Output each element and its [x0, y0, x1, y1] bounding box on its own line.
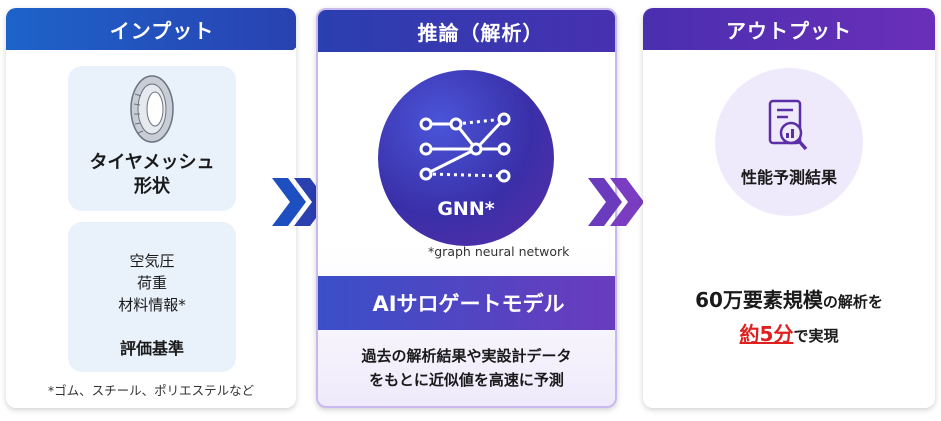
- shape-title-line2: 形状: [134, 176, 170, 197]
- result-scale: 60万要素規模: [695, 288, 823, 312]
- result-badge: 性能予測結果: [715, 68, 863, 216]
- criteria-label: 評価基準: [119, 339, 184, 358]
- gnn-badge: GNN*: [378, 70, 554, 246]
- inference-description: 過去の解析結果や実設計データ をもとに近似値を高速に予測: [318, 344, 615, 392]
- input-panel: インプット タイヤメッシュ 形状 空気圧 荷重 材料情報* 評価基準 *ゴム、ス…: [6, 8, 296, 408]
- condition-item: 空気圧: [129, 252, 175, 270]
- chevron-right-icon: [588, 178, 644, 226]
- result-time-suffix: で実現: [793, 327, 839, 345]
- result-label: 性能予測結果: [740, 168, 837, 187]
- output-header: アウトプット: [643, 8, 935, 50]
- shape-title: タイヤメッシュ 形状: [68, 151, 236, 199]
- tire-icon: [130, 75, 174, 143]
- description-line2: をもとに近似値を高速に予測: [369, 371, 564, 389]
- model-title: AIサロゲートモデル: [318, 276, 615, 330]
- result-time: 約5分: [739, 322, 794, 346]
- conditions-card: 空気圧 荷重 材料情報* 評価基準: [68, 222, 236, 372]
- output-panel: アウトプット 性能予測結果 60万要素規模の解析を 約5分で実現: [643, 8, 935, 408]
- condition-item: 荷重: [136, 274, 167, 292]
- inference-header: 推論（解析）: [318, 10, 615, 52]
- inference-panel: 推論（解析） GNN* *graph neural network AIサロ: [316, 8, 617, 408]
- result-scale-suffix: の解析を: [822, 293, 883, 311]
- network-graph-icon: [419, 112, 511, 183]
- shape-title-line1: タイヤメッシュ: [89, 152, 215, 173]
- result-summary: 60万要素規模の解析を 約5分で実現: [643, 284, 935, 352]
- conditions-list: 空気圧 荷重 材料情報*: [68, 250, 236, 316]
- description-line1: 過去の解析結果や実設計データ: [361, 347, 572, 365]
- shape-card: タイヤメッシュ 形状: [68, 66, 236, 211]
- input-footnote: *ゴム、スチール、ポリエステルなど: [47, 383, 255, 398]
- condition-item: 材料情報*: [118, 296, 186, 314]
- input-header: インプット: [6, 8, 296, 50]
- gnn-label: GNN*: [437, 198, 495, 220]
- report-magnifier-icon: [768, 99, 808, 151]
- gnn-footnote: *graph neural network: [428, 244, 570, 259]
